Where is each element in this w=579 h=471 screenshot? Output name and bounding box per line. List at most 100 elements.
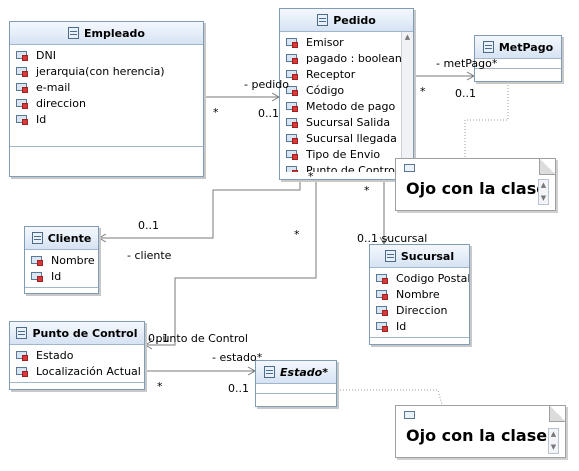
class-sucursal[interactable]: Sucursal Codigo Postal Nombre Direccion …: [369, 244, 470, 345]
attribute[interactable]: Receptor: [280, 66, 413, 82]
private-attribute-icon: [286, 149, 300, 160]
private-attribute-icon: [286, 69, 300, 80]
private-attribute-icon: [286, 85, 300, 96]
private-attribute-icon: [16, 366, 30, 377]
label-pedido-star-bottom: *: [308, 170, 314, 183]
private-attribute-icon: [376, 321, 390, 332]
attribute[interactable]: Sucursal Salida: [280, 114, 413, 130]
assoc-pedido-punto-arrow: [143, 340, 153, 350]
scroll-down-icon[interactable]: ▼: [550, 442, 557, 451]
class-cliente-operations: [25, 288, 98, 296]
attribute[interactable]: Direccion: [370, 302, 469, 318]
attribute[interactable]: Código: [280, 82, 413, 98]
attribute-label: Sucursal Salida: [306, 115, 391, 129]
attribute-label: Emisor: [306, 35, 344, 49]
class-empleado-name: Empleado: [84, 26, 145, 40]
class-icon: [16, 327, 28, 339]
scroll-down-icon[interactable]: ▼: [540, 193, 547, 202]
scroll-up-icon[interactable]: ▲: [550, 429, 557, 438]
attribute[interactable]: pagado : boolean: [280, 50, 413, 66]
attribute[interactable]: Id: [25, 268, 98, 284]
attribute[interactable]: Nombre: [25, 252, 98, 268]
class-sucursal-header: Sucursal: [370, 245, 469, 268]
class-icon: [264, 366, 276, 378]
scroll-up-icon[interactable]: ▲: [404, 33, 411, 41]
private-attribute-icon: [16, 50, 30, 61]
class-punto-header: Punto de Control: [10, 322, 144, 345]
private-attribute-icon: [286, 101, 300, 112]
class-punto-de-control[interactable]: Punto de Control Estado Localización Act…: [9, 321, 145, 390]
attribute[interactable]: DNI: [10, 47, 203, 63]
attribute-label: pagado : boolean: [306, 51, 402, 65]
attribute[interactable]: Estado: [10, 347, 144, 363]
attribute-label: jerarquia(con herencia): [36, 64, 165, 78]
class-empleado[interactable]: Empleado DNI jerarquia(con herencia) e-m…: [9, 21, 204, 177]
class-estado[interactable]: Estado*: [255, 360, 337, 407]
class-cliente-name: Cliente: [47, 231, 92, 245]
private-attribute-icon: [16, 114, 30, 125]
private-attribute-icon: [16, 82, 30, 93]
attribute[interactable]: Codigo Postal: [370, 270, 469, 286]
label-metpago-multiplicity: 0..1: [455, 87, 476, 100]
note-1-scrollbar[interactable]: ▲ ▼: [538, 179, 549, 205]
attribute-label: Tipo de Envio: [306, 147, 381, 161]
class-estado-operations: [256, 394, 336, 402]
attribute[interactable]: jerarquia(con herencia): [10, 63, 203, 79]
class-metpago-name: MetPago: [498, 40, 554, 54]
class-metpago-operations: [475, 69, 561, 77]
attribute[interactable]: Emisor: [280, 34, 413, 50]
class-empleado-attributes: DNI jerarquia(con herencia) e-mail direc…: [10, 45, 203, 147]
scroll-up-icon[interactable]: ▲: [540, 180, 547, 189]
private-attribute-icon: [286, 165, 300, 172]
class-metpago-attributes: [475, 59, 561, 69]
class-empleado-header: Empleado: [10, 22, 203, 45]
note-fold: [549, 406, 565, 422]
class-metpago[interactable]: MetPago: [474, 35, 562, 82]
attribute[interactable]: Id: [370, 318, 469, 334]
class-pedido[interactable]: Pedido Emisor pagado : boolean Receptor …: [279, 8, 414, 180]
attribute[interactable]: e-mail: [10, 79, 203, 95]
label-pedido-star-mid: *: [294, 228, 300, 241]
attribute[interactable]: direccion: [10, 95, 203, 111]
label-estado-role: - estado*: [212, 351, 263, 364]
class-punto-attributes: Estado Localización Actual: [10, 345, 144, 383]
label-sucursal-role: 0..1 sucursal: [357, 232, 428, 245]
class-icon: [317, 14, 329, 26]
class-estado-name: Estado*: [280, 365, 328, 379]
class-icon: [384, 250, 396, 262]
attribute-label: direccion: [36, 96, 86, 110]
attribute[interactable]: Sucursal llegada: [280, 130, 413, 146]
attribute[interactable]: Punto de Control: [280, 162, 413, 172]
label-pedido-multiplicity: 0..1: [258, 107, 279, 120]
private-attribute-icon: [376, 273, 390, 284]
attribute-label: Id: [36, 112, 47, 126]
attribute[interactable]: Id: [10, 111, 203, 127]
class-sucursal-attributes: Codigo Postal Nombre Direccion Id: [370, 268, 469, 338]
private-attribute-icon: [286, 117, 300, 128]
class-icon: [31, 232, 43, 244]
class-cliente-header: Cliente: [25, 227, 98, 250]
attribute[interactable]: Nombre: [370, 286, 469, 302]
private-attribute-icon: [286, 133, 300, 144]
private-attribute-icon: [286, 53, 300, 64]
attribute-label: e-mail: [36, 80, 71, 94]
class-icon: [482, 41, 494, 53]
note-1[interactable]: Ojo con la clase ▲ ▼: [395, 158, 556, 211]
note-2[interactable]: Ojo con la clase ▲ ▼: [395, 405, 566, 458]
private-attribute-icon: [31, 271, 45, 282]
private-attribute-icon: [376, 305, 390, 316]
note-2-scrollbar[interactable]: ▲ ▼: [548, 428, 559, 454]
attribute-label: DNI: [36, 48, 56, 62]
label-metpago-star: *: [420, 85, 426, 98]
attribute[interactable]: Localización Actual: [10, 363, 144, 379]
private-attribute-icon: [286, 37, 300, 48]
attribute[interactable]: Metodo de pago: [280, 98, 413, 114]
class-pedido-attributes: Emisor pagado : boolean Receptor Código …: [280, 32, 413, 172]
attribute[interactable]: Tipo de Envio: [280, 146, 413, 162]
attributes-scrollbar[interactable]: ▲ ▼: [401, 32, 413, 172]
label-empleado-multiplicity: *: [213, 106, 219, 119]
class-punto-name: Punto de Control: [32, 326, 138, 340]
attribute-label: Código: [306, 83, 345, 97]
class-cliente[interactable]: Cliente Nombre Id: [24, 226, 99, 294]
attribute-label: Id: [396, 319, 407, 333]
